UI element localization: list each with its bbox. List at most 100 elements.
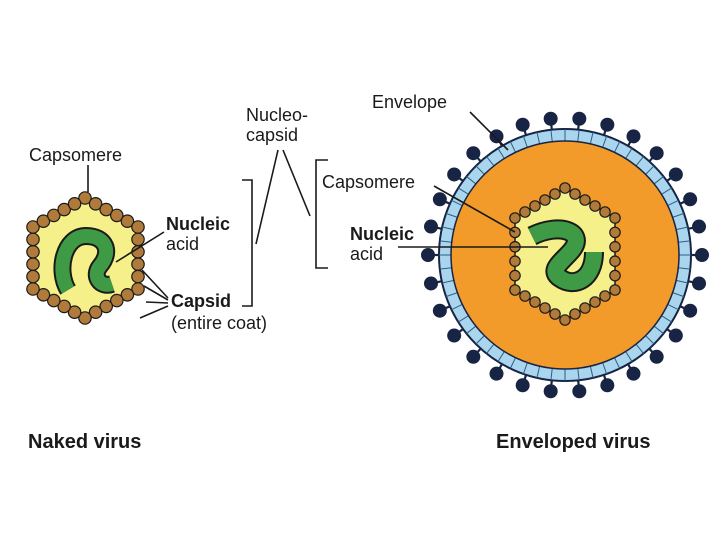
envelope-band-segment xyxy=(589,366,594,378)
envelope-band-segment xyxy=(497,148,505,159)
envelope-band-segment xyxy=(653,325,664,334)
envelope-spike xyxy=(600,378,615,393)
envelope-spike xyxy=(543,384,558,399)
naked-capsomere xyxy=(78,311,92,325)
envelope-spike xyxy=(432,303,447,318)
envelope-band-segment xyxy=(550,129,553,142)
envelope-band-segment xyxy=(442,279,454,284)
enveloped-capsomere xyxy=(569,188,581,200)
leader-capsid-4 xyxy=(139,305,169,319)
envelope-spike xyxy=(447,328,462,343)
enveloped-capsomere xyxy=(609,269,621,282)
envelope-spike xyxy=(668,167,683,182)
envelope-band-segment xyxy=(486,343,495,354)
envelope-band-segment xyxy=(451,304,463,311)
leader-capsid-2 xyxy=(143,285,169,301)
envelope-band-segment xyxy=(602,362,608,375)
envelope-spike xyxy=(489,129,504,144)
naked-capsomere xyxy=(88,197,103,211)
envelope-spike xyxy=(466,349,481,364)
enveloped-capsomere xyxy=(609,226,621,239)
label-naked-capsomere: Capsomere xyxy=(29,145,123,165)
envelope-band-segment xyxy=(614,357,621,369)
enveloped-capsomere xyxy=(519,206,531,218)
enveloped-capsomere xyxy=(549,308,561,320)
envelope-band-segment xyxy=(475,165,485,175)
label-nucleocapsid-1: Nucleo- xyxy=(246,105,309,125)
enveloped-nucleic-acid-fill xyxy=(528,221,602,290)
envelope-spike xyxy=(695,248,709,262)
envelope-band-segment xyxy=(445,292,458,298)
enveloped-virus xyxy=(421,111,709,399)
envelope-band-segment xyxy=(667,199,679,206)
envelope-spike xyxy=(432,192,447,207)
enveloped-capsomere xyxy=(509,212,521,224)
envelope-band-segment xyxy=(661,315,672,323)
envelope-spike xyxy=(600,117,615,132)
envelope-band-segment xyxy=(672,292,685,298)
envelope-band-segment xyxy=(625,148,633,159)
envelope-spike xyxy=(572,384,587,399)
naked-capsomere-ring xyxy=(26,191,145,325)
envelope-spike xyxy=(626,129,641,144)
naked-capsomere xyxy=(78,191,92,205)
naked-capsomere xyxy=(57,299,71,314)
envelope-spike xyxy=(649,349,664,364)
envelope-spike xyxy=(423,276,438,291)
label-capsid-note: (entire coat) xyxy=(171,313,268,333)
envelope-spike xyxy=(649,146,664,161)
enveloped-capsomere xyxy=(599,206,611,218)
naked-capsomere xyxy=(67,305,82,319)
envelope-band-segment xyxy=(466,176,477,185)
envelope-spike xyxy=(515,117,530,132)
naked-capsomere xyxy=(110,293,124,308)
envelope-band-segment xyxy=(635,156,644,167)
leader-env-capsomere xyxy=(433,185,516,233)
envelope-band-segment xyxy=(589,132,594,144)
enveloped-capsomere xyxy=(509,255,521,267)
envelope-band-segment xyxy=(442,226,454,231)
naked-capsomere xyxy=(26,220,40,234)
naked-capsomere xyxy=(26,269,40,284)
caption-naked-virus: Naked virus xyxy=(28,431,142,453)
label-capsid: Capsid xyxy=(171,291,232,311)
envelope-band-segment xyxy=(536,366,541,378)
enveloped-capsomere xyxy=(509,284,521,296)
envelope-band-segment xyxy=(550,368,553,381)
naked-capsomere xyxy=(36,214,51,228)
envelope-spike xyxy=(668,328,683,343)
naked-capsomere xyxy=(110,208,124,223)
naked-capsomere xyxy=(131,220,145,234)
enveloped-capsomere xyxy=(609,212,621,224)
envelope-spike xyxy=(489,366,504,381)
enveloped-capsomere xyxy=(529,200,541,212)
label-nucleocapsid-2: capsid xyxy=(246,125,299,145)
label-env-capsomere: Capsomere xyxy=(322,172,416,192)
enveloped-capsomere xyxy=(539,302,551,314)
envelope-band-segment xyxy=(458,315,469,323)
naked-capsomere xyxy=(26,282,40,296)
envelope-band-segment xyxy=(672,212,685,218)
envelope-band-segment xyxy=(661,187,672,195)
naked-capsomere xyxy=(131,232,145,247)
leader-capsid-3 xyxy=(145,301,169,304)
enveloped-capsomere xyxy=(529,296,541,308)
label-naked-nucleic-1: Nucleic xyxy=(166,214,231,234)
envelope-spike xyxy=(543,111,558,126)
envelope-band-segment xyxy=(667,304,679,311)
enveloped-capsomere xyxy=(579,302,591,314)
naked-capsomere xyxy=(26,232,40,247)
naked-capsomere xyxy=(46,293,61,308)
enveloped-capsomere xyxy=(539,194,551,206)
enveloped-capsomere xyxy=(579,194,591,206)
naked-capsomere xyxy=(26,245,40,259)
envelope-band-segment xyxy=(475,335,485,345)
envelope-band-segment xyxy=(439,240,452,243)
envelope-band-segment xyxy=(522,362,528,375)
naked-capsomere xyxy=(57,202,71,217)
naked-capsomere xyxy=(99,202,113,217)
leader-nucleocapsid-right xyxy=(282,149,311,217)
envelope-band-segment xyxy=(614,141,621,153)
enveloped-capsomere xyxy=(559,182,571,194)
envelope-band-segment xyxy=(451,199,463,206)
